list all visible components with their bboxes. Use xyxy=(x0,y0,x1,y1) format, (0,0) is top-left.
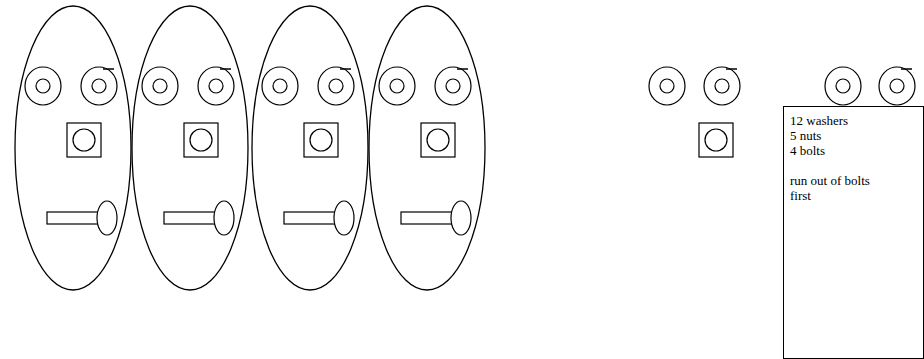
washer-symbol xyxy=(879,67,915,105)
bolt-symbol xyxy=(401,201,471,235)
bolt-symbol xyxy=(284,201,354,235)
group-oval xyxy=(252,6,368,290)
washer-symbol xyxy=(81,67,117,105)
washer-symbol xyxy=(435,67,471,105)
nut-symbol xyxy=(699,123,733,157)
group-oval xyxy=(369,6,485,290)
bolt-symbol xyxy=(164,201,234,235)
washer-symbol xyxy=(142,67,178,105)
nut-symbol xyxy=(67,123,101,157)
nut-symbol xyxy=(184,123,218,157)
group-oval xyxy=(132,6,248,290)
note-text: run out of bolts first xyxy=(790,173,890,203)
nut-symbol xyxy=(421,123,455,157)
washer-symbol xyxy=(262,67,298,105)
note-text: 12 washers xyxy=(790,113,917,128)
washer-symbol xyxy=(198,67,234,105)
group-oval xyxy=(15,6,131,290)
bolt-symbol xyxy=(47,201,117,235)
washer-symbol xyxy=(704,67,740,105)
washer-symbol xyxy=(649,67,685,105)
note-box: 12 washers5 nuts4 bolts run out of bolts … xyxy=(783,106,924,359)
washer-symbol xyxy=(25,67,61,105)
nut-symbol xyxy=(304,123,338,157)
washer-symbol xyxy=(379,67,415,105)
note-text: 4 bolts xyxy=(790,143,917,158)
washer-symbol xyxy=(318,67,354,105)
washer-symbol xyxy=(825,67,861,105)
note-text: 5 nuts xyxy=(790,128,917,143)
